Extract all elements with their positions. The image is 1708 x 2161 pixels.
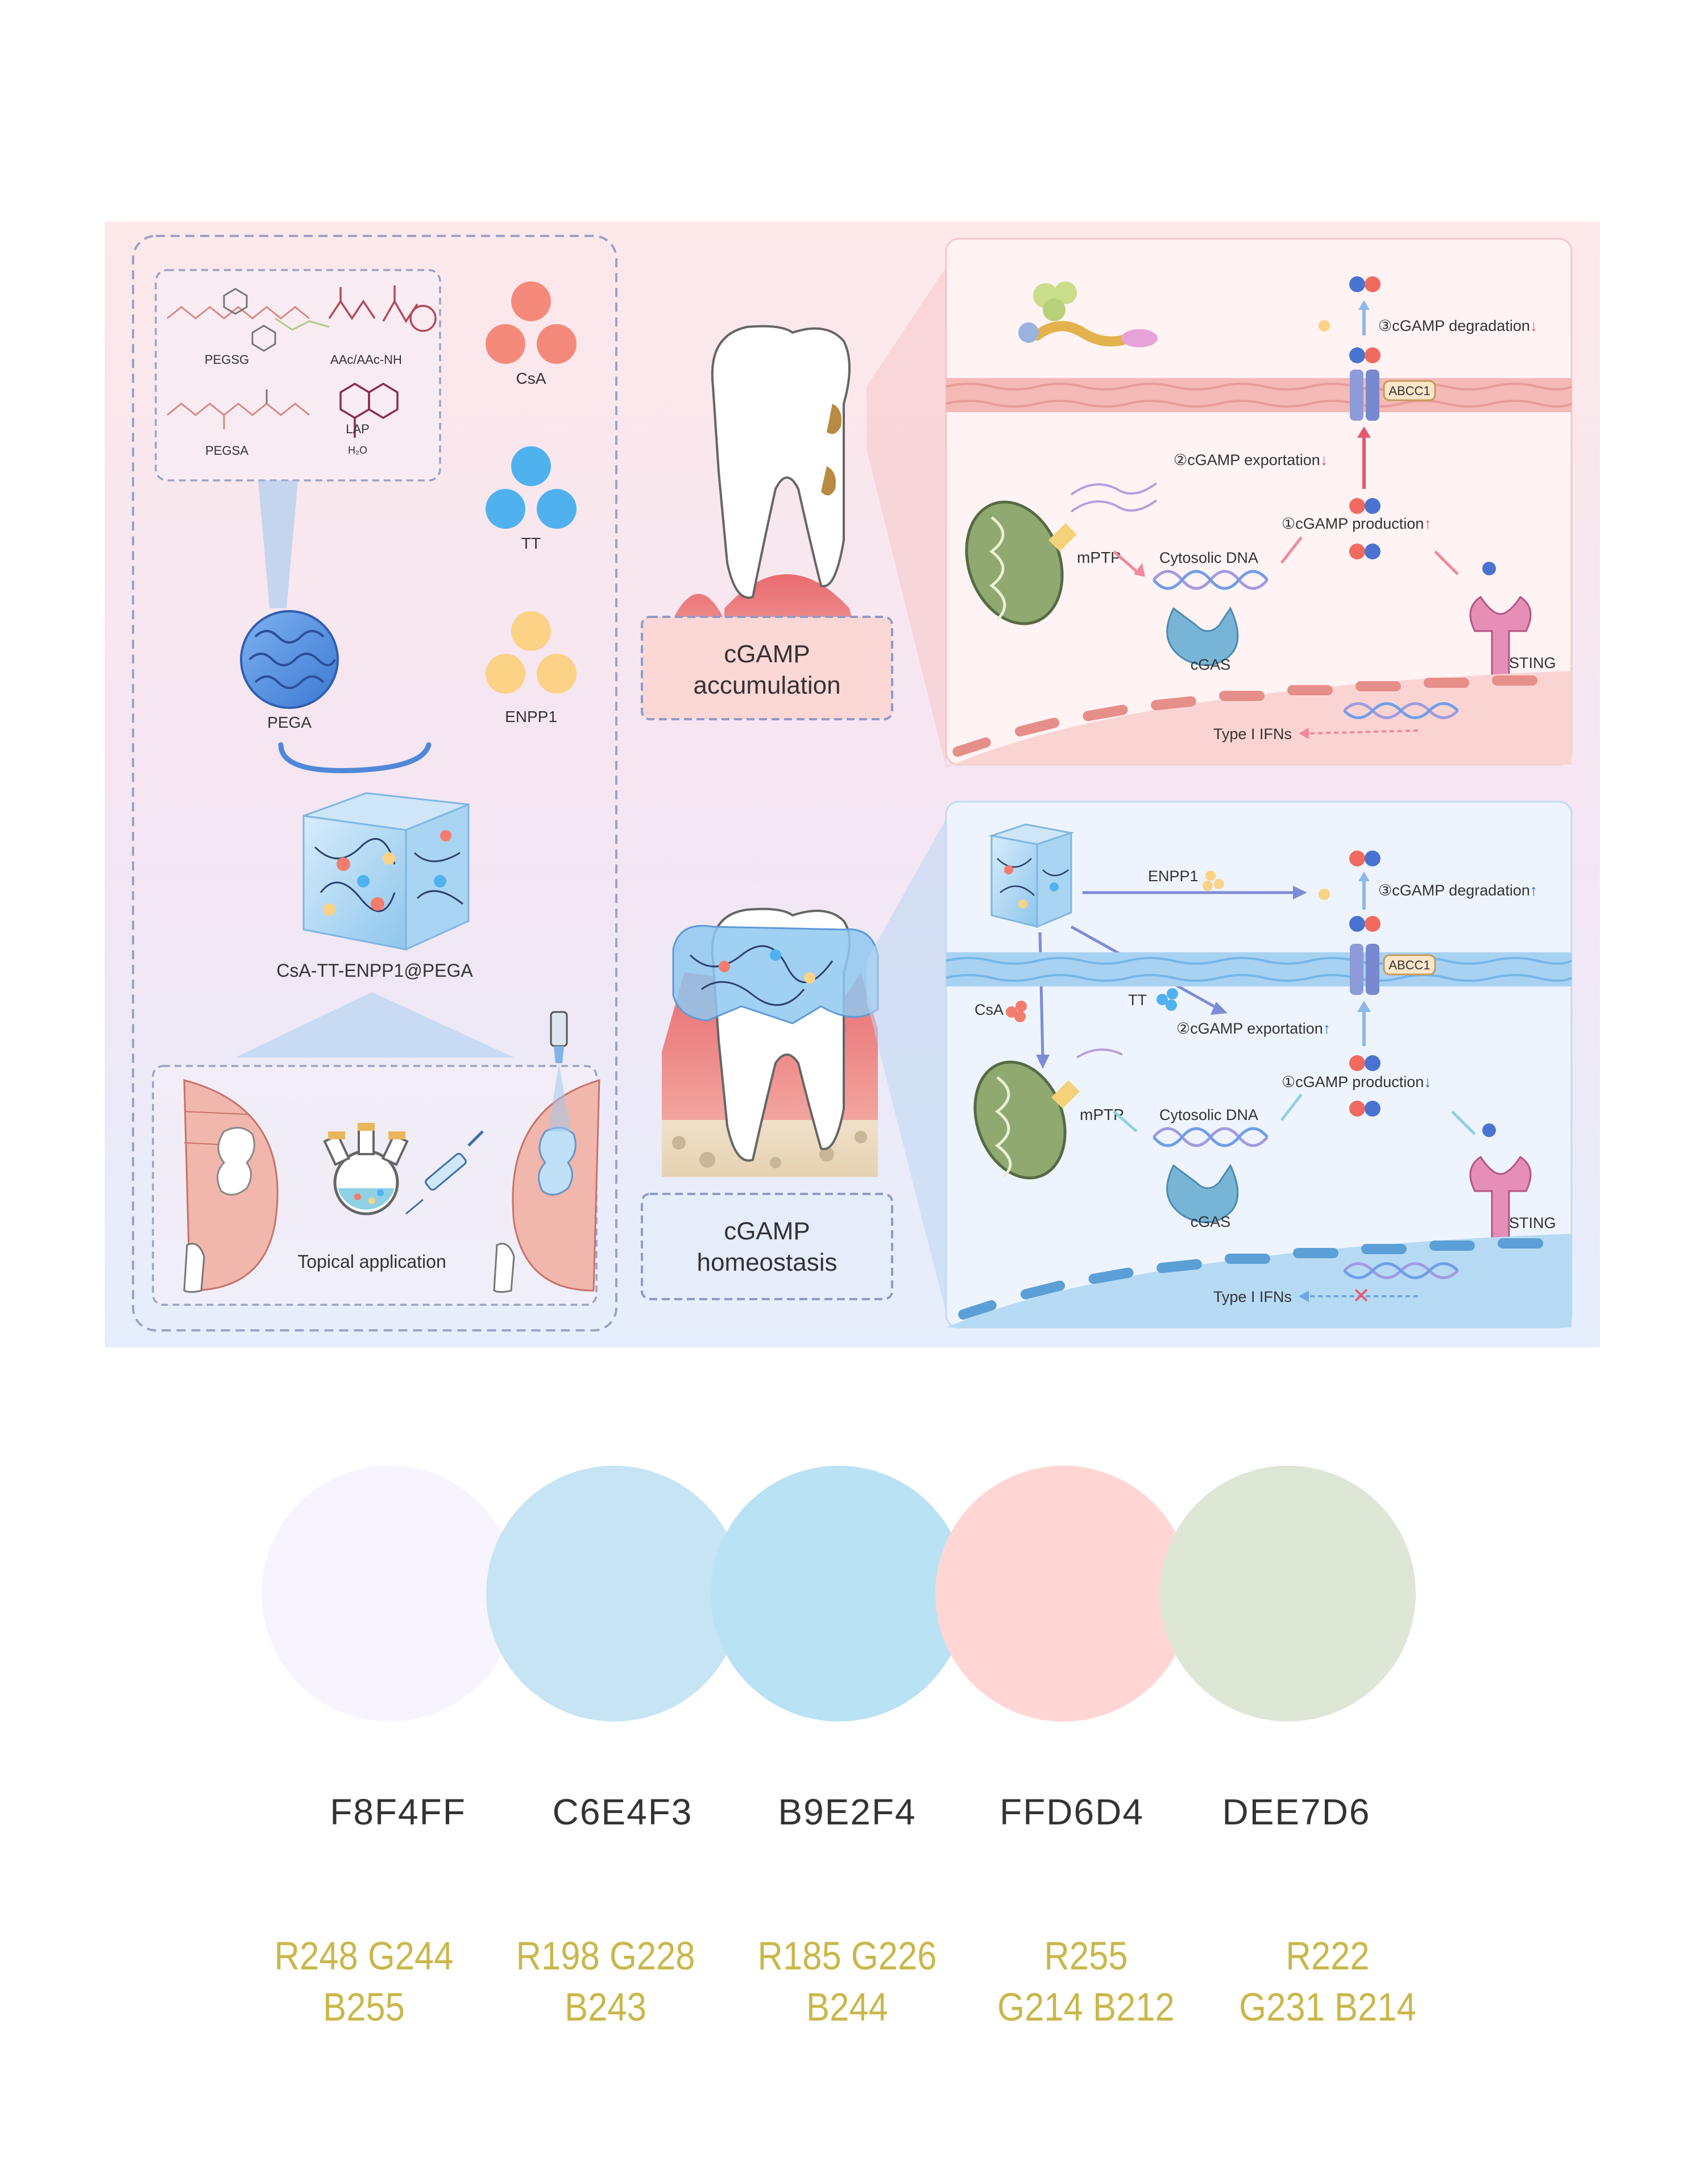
treated-er-dashes — [958, 1238, 1543, 1320]
cell-membrane — [946, 378, 1572, 412]
tt-label: TT — [521, 534, 541, 552]
cgas-icon — [1166, 606, 1239, 666]
production-label: ①cGAMP production↑ — [1282, 515, 1432, 532]
accumulation-label-1: cGAMP — [724, 640, 810, 668]
top-right-panel: ABCC1 ③cGAMP degradation↓ ②cGAMP exporta… — [945, 238, 1573, 768]
swatch-4 — [935, 1466, 1191, 1722]
enpp1-label: ENPP1 — [505, 708, 557, 725]
dna-icon — [1153, 570, 1268, 590]
homeostasis-label-2: homeostasis — [697, 1249, 837, 1276]
treated-tooth-icon — [662, 907, 879, 1177]
pegsa-label: PEGSA — [205, 443, 248, 458]
mptp-label: mPTP — [1077, 549, 1121, 566]
csa-label: CsA — [516, 370, 546, 387]
molecule-lap-icon — [339, 382, 399, 438]
treated-cgas-icon — [1166, 1163, 1239, 1223]
treated-ifn-label: Type I IFNs — [1213, 1288, 1292, 1305]
tt-cluster-icon — [486, 446, 577, 529]
lap-label: LAP — [346, 422, 370, 436]
hex-label-3: B9E2F4 — [778, 1791, 917, 1832]
treated-abcc1-label: ABCC1 — [1388, 958, 1430, 972]
hex-label-5: DEE7D6 — [1222, 1791, 1371, 1832]
mechanism-figure: PEGSG AAc/AAc-NH PEGSA LAP H₂O CsA TT EN… — [105, 222, 1600, 1347]
treated-sting-icon — [1469, 1123, 1532, 1243]
small-cube-icon — [988, 823, 1075, 928]
enpp1-cluster-icon — [486, 611, 577, 694]
treated-exportation-label: ②cGAMP exportation↑ — [1176, 1020, 1330, 1037]
sting-icon — [1469, 562, 1532, 683]
treated-cgamp-icons — [1006, 851, 1381, 1117]
topical-application-label: Topical application — [297, 1251, 446, 1272]
abcc1-transporter-icon — [1350, 370, 1436, 421]
treated-cell-membrane — [946, 952, 1572, 986]
combine-brace — [278, 742, 432, 773]
hex-label-1: F8F4FF — [330, 1791, 466, 1832]
treated-csa-label: CsA — [975, 1001, 1004, 1018]
hydrogel-cube-icon — [302, 792, 470, 951]
hex-label-4: FFD6D4 — [1000, 1791, 1144, 1832]
degradation-label: ③cGAMP degradation↓ — [1378, 317, 1537, 334]
left-panel: PEGSG AAc/AAc-NH PEGSA LAP H₂O CsA TT EN… — [132, 235, 617, 1332]
homeostasis-label-1: cGAMP — [724, 1217, 810, 1245]
treated-degradation-label: ③cGAMP degradation↑ — [1378, 882, 1537, 899]
water-label: H₂O — [348, 445, 367, 456]
homeostasis-box — [641, 1193, 893, 1300]
cytosolic-dna-label: Cytosolic DNA — [1159, 549, 1258, 566]
treated-cgas-label: cGAS — [1191, 1213, 1231, 1230]
cgamp-molecule-icons — [1319, 276, 1381, 559]
csa-cluster-icon — [486, 281, 577, 364]
swatch-3 — [711, 1466, 967, 1722]
molecule-aac-icon — [328, 285, 437, 332]
product-label: CsA-TT-ENPP1@PEGA — [276, 960, 473, 981]
treated-sting-label: STING — [1509, 1214, 1556, 1231]
treated-mitochondrion-icon — [973, 1048, 1123, 1180]
bacteria-icon — [1018, 281, 1158, 347]
aac-label: AAc/AAc-NH — [330, 352, 402, 367]
exportation-label: ②cGAMP exportation↓ — [1174, 451, 1328, 468]
pega-label: PEGA — [267, 714, 312, 731]
middle-column: cGAMP accumulation cGAMP homeostasis — [641, 267, 946, 1313]
er-dashes — [952, 675, 1537, 757]
blocked-mark-icon: ✕ — [1352, 1284, 1370, 1308]
sting-label: STING — [1509, 654, 1556, 671]
accumulation-box — [641, 616, 893, 720]
mouth-left-icon — [183, 1079, 279, 1293]
bottom-right-panel: ENPP1 ABCC1 ③cGAMP de — [945, 800, 1573, 1329]
syringe-icon — [405, 1130, 484, 1215]
swatch-1 — [262, 1466, 517, 1722]
ifn-label: Type I IFNs — [1213, 725, 1292, 743]
treated-tt-label: TT — [1128, 992, 1147, 1009]
flask-icon — [323, 1123, 409, 1216]
treated-production-label: ①cGAMP production↓ — [1282, 1073, 1432, 1090]
molecule-pegsg-icon — [167, 288, 330, 352]
hex-label-2: C6E4F3 — [552, 1791, 693, 1832]
pega-sphere-icon — [240, 610, 339, 709]
swatch-2 — [486, 1466, 742, 1722]
abcc1-label: ABCC1 — [1388, 384, 1430, 398]
pegsg-label: PEGSG — [205, 352, 249, 367]
treated-cytosolic-dna-label: Cytosolic DNA — [1159, 1106, 1258, 1123]
mouth-right-icon — [493, 1011, 600, 1293]
cgas-label: cGAS — [1191, 656, 1231, 673]
figure-svg: PEGSG AAc/AAc-NH PEGSA LAP H₂O CsA TT EN… — [132, 235, 1573, 1332]
accumulation-label-2: accumulation — [693, 671, 840, 699]
mitochondrion-icon — [965, 482, 1158, 625]
swatch-5 — [1160, 1466, 1416, 1722]
treated-abcc1-icon — [1350, 944, 1436, 995]
molecule-pegsa-icon — [167, 389, 310, 429]
enpp1-arrow-label: ENPP1 — [1148, 868, 1199, 885]
